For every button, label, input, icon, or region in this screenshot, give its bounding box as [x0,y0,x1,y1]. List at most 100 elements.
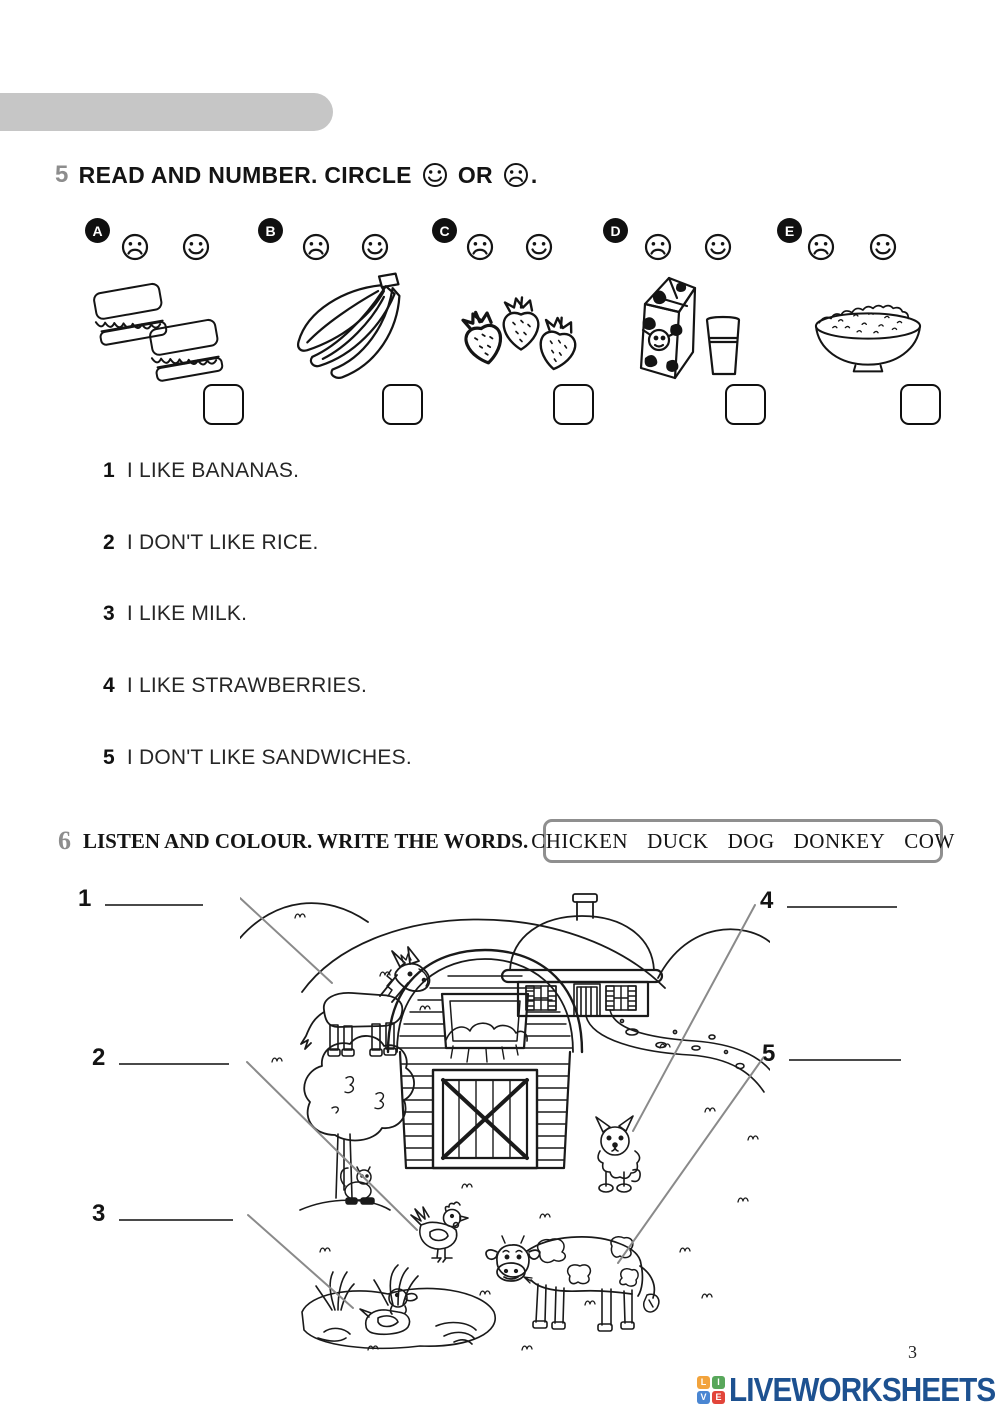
sentence-4: 4 I LIKE STRAWBERRIES. [103,674,367,698]
sentence-5-text: I DON'T LIKE SANDWICHES. [126,746,412,769]
pointer-line-5 [617,1057,764,1264]
happy-face-option-e[interactable] [869,233,897,261]
label-4-number: 4 [760,887,774,914]
tree-image [299,1035,415,1211]
write-line-4[interactable] [787,886,898,908]
sad-face-option-a[interactable] [121,233,149,261]
write-line-2[interactable] [119,1043,230,1065]
dog-image[interactable] [595,1115,641,1193]
letter-badge-c: C [432,218,457,243]
sad-face-option-e[interactable] [807,233,835,261]
logo-tiles-icon: L I V E [697,1376,725,1404]
cow-image[interactable] [485,1235,660,1332]
write-line-5[interactable] [789,1039,902,1061]
sentence-2: 2 I DON'T LIKE RICE. [103,531,319,555]
happy-face-option-d[interactable] [704,233,732,261]
chicken-image[interactable] [410,1201,469,1263]
word-bank-dog: DOG [727,828,775,853]
pointer-line-3 [247,1214,354,1309]
hills-image [240,902,770,993]
answer-box-c[interactable] [553,384,594,425]
sad-face-icon [503,163,528,187]
sad-face-option-d[interactable] [644,233,672,261]
house-image [500,893,664,1018]
answer-box-d[interactable] [725,384,766,425]
item-d: D [603,218,773,430]
letter-badge-d: D [603,218,628,243]
sandwiches-image [93,282,224,382]
pointer-line-1 [240,897,333,984]
page-number: 3 [908,1342,917,1362]
barn-image [386,948,584,1170]
label-3-number: 3 [92,1200,106,1227]
item-c: C [432,218,602,430]
exercise5-number: 5 [55,161,69,188]
sentence-4-number: 4 [103,674,115,697]
word-bank-chicken: CHICKEN [531,828,629,853]
bananas-image [297,272,401,379]
happy-face-option-b[interactable] [361,233,389,261]
exercise5-title-or: OR [457,161,493,188]
exercise5-title-period: . [530,161,538,188]
label-2-number: 2 [92,1044,106,1071]
write-line-1[interactable] [105,884,204,906]
sentence-1-text: I LIKE BANANAS. [126,459,300,482]
sad-face-option-b[interactable] [302,233,330,261]
exercise6-title-text: LISTEN AND COLOUR. WRITE THE WORDS. [83,828,529,853]
exercise6-title: 6 LISTEN AND COLOUR. WRITE THE WORDS. [58,826,528,856]
label-5-number: 5 [762,1040,776,1067]
sentence-2-number: 2 [103,531,115,554]
sentence-3-number: 3 [103,602,115,625]
sentence-1: 1 I LIKE BANANAS. [103,459,299,483]
word-bank: CHICKEN DUCK DOG DONKEY COW [531,819,954,863]
label-1: 1 [78,884,204,913]
path-image [585,1009,770,1093]
pointer-line-2 [246,1061,418,1231]
word-bank-duck: DUCK [647,828,709,853]
label-1-number: 1 [78,885,92,912]
logo-tile-l: L [697,1376,710,1389]
squirrel-image[interactable] [340,1166,375,1205]
farm-scene-image [240,893,770,1351]
label-2: 2 [92,1043,230,1072]
answer-box-a[interactable] [203,384,244,425]
letter-badge-a: A [85,218,110,243]
strawberries-image [461,296,577,371]
pond-image [301,1264,496,1350]
exercise6-number: 6 [58,826,71,855]
sentence-1-number: 1 [103,459,115,482]
label-4: 4 [760,886,898,915]
exercise5-title-text: READ AND NUMBER. CIRCLE [78,161,412,188]
answer-box-b[interactable] [382,384,423,425]
rice-image [814,304,922,373]
letter-badge-b: B [258,218,283,243]
item-e: E [777,218,947,430]
liveworksheets-logo: L I V E LIVEWORKSHEETS [697,1371,1000,1409]
item-b: B [258,218,428,430]
happy-face-icon [422,163,447,187]
grass-tufts [271,913,759,1351]
word-bank-cow: COW [904,828,955,853]
logo-tile-v: V [697,1391,710,1404]
happy-face-option-c[interactable] [525,233,553,261]
duck-image[interactable] [359,1288,418,1336]
logo-tile-i: I [712,1376,725,1389]
sentence-5-number: 5 [103,746,115,769]
sentence-2-text: I DON'T LIKE RICE. [126,531,319,554]
answer-box-e[interactable] [900,384,941,425]
happy-face-option-a[interactable] [182,233,210,261]
milk-image [639,276,741,380]
sentence-3-text: I LIKE MILK. [126,602,248,625]
label-3: 3 [92,1199,234,1228]
sentence-5: 5 I DON'T LIKE SANDWICHES. [103,746,412,770]
sentence-3: 3 I LIKE MILK. [103,602,247,626]
sentence-4-text: I LIKE STRAWBERRIES. [126,674,367,697]
logo-text: LIVEWORKSHEETS [729,1371,996,1408]
header-bar [0,93,333,131]
word-bank-donkey: DONKEY [793,828,886,853]
donkey-image[interactable] [300,946,431,1057]
letter-badge-e: E [777,218,802,243]
write-line-3[interactable] [119,1199,234,1221]
sad-face-option-c[interactable] [466,233,494,261]
